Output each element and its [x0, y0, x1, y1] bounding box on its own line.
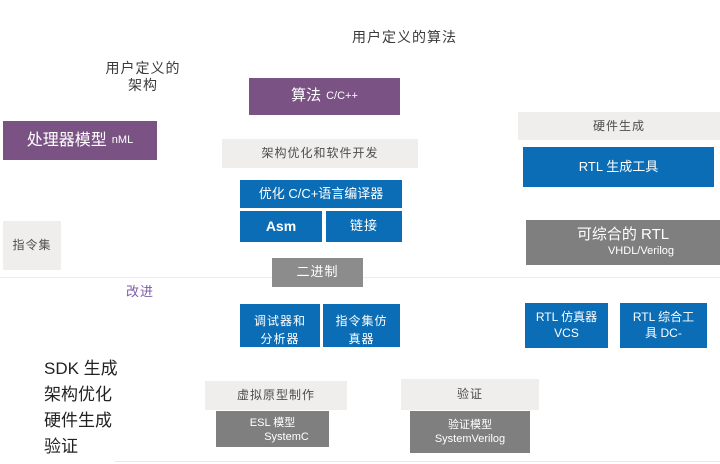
esl-model-line2: SystemC [264, 431, 309, 443]
flow-steps-list: SDK 生成 架构优化 硬件生成 验证 [44, 356, 118, 460]
user-defined-algorithm-title: 用户定义的算法 [352, 29, 457, 45]
debugger-line2: 分析器 [260, 332, 300, 346]
verif-model-line1: 验证模型 [448, 419, 492, 431]
flow-step-hw-generation: 硬件生成 [44, 411, 112, 430]
rtl-sim-line2: VCS [554, 326, 579, 340]
processor-model-box: 处理器模型 nML [3, 121, 157, 160]
synth-rtl-sub-label: VHDL/Verilog [607, 245, 675, 257]
instruction-set-simulator-box: 指令集仿 真器 [323, 304, 400, 347]
iss-line2: 真器 [348, 332, 375, 346]
flow-step-arch-optimization: 架构优化 [44, 385, 112, 404]
verif-model-line2: SystemVerilog [434, 433, 506, 445]
synthesizable-rtl-box: 可综合的 RTL VHDL/Verilog [526, 220, 720, 265]
rtl-generation-tool-box: RTL 生成工具 [523, 147, 714, 187]
arch-optimization-sw-dev-box: 架构优化和软件开发 [222, 139, 418, 168]
binary-box: 二进制 [272, 258, 363, 287]
rtl-synth-line1: RTL 综合工 [632, 310, 695, 324]
arch-label-line1: 用户定义的 [105, 60, 181, 76]
rtl-synthesis-dc-box: RTL 综合工 具 DC- [620, 303, 707, 348]
debugger-line1: 调试器和 [253, 314, 306, 328]
processor-model-sub-label: nML [111, 133, 134, 146]
verification-model-systemverilog-box: 验证模型 SystemVerilog [410, 411, 530, 453]
processor-model-label: 处理器模型 [26, 131, 107, 149]
synth-rtl-label: 可综合的 RTL [576, 226, 670, 243]
rtl-synth-line2: 具 DC- [645, 326, 682, 340]
hardware-generation-box: 硬件生成 [518, 112, 720, 140]
algorithm-sub-label: C/C++ [326, 89, 358, 102]
link-box: 链接 [326, 211, 402, 242]
asm-box: Asm [240, 211, 322, 242]
esl-model-line1: ESL 模型 [249, 417, 296, 429]
improve-label: 改进 [126, 284, 155, 299]
compiler-box: 优化 C/C+语言编译器 [240, 180, 402, 208]
verification-box: 验证 [401, 379, 539, 410]
arch-label-line2: 架构 [128, 77, 158, 93]
divider-line [115, 461, 720, 462]
algorithm-box: 算法 C/C++ [249, 78, 400, 115]
algorithm-label: 算法 [291, 87, 322, 105]
instruction-set-box: 指令集 [3, 221, 61, 270]
rtl-sim-line1: RTL 仿真器 [535, 310, 598, 324]
flow-step-verification: 验证 [44, 437, 78, 456]
flow-step-sdk-generation: SDK 生成 [44, 359, 118, 378]
iss-line1: 指令集仿 [335, 314, 388, 328]
virtual-prototyping-box: 虚拟原型制作 [205, 381, 347, 410]
esl-model-systemc-box: ESL 模型 SystemC [216, 411, 329, 447]
user-defined-architecture-label: 用户定义的 架构 [95, 60, 191, 94]
debugger-profiler-box: 调试器和 分析器 [240, 304, 320, 347]
rtl-simulator-vcs-box: RTL 仿真器 VCS [525, 303, 608, 348]
